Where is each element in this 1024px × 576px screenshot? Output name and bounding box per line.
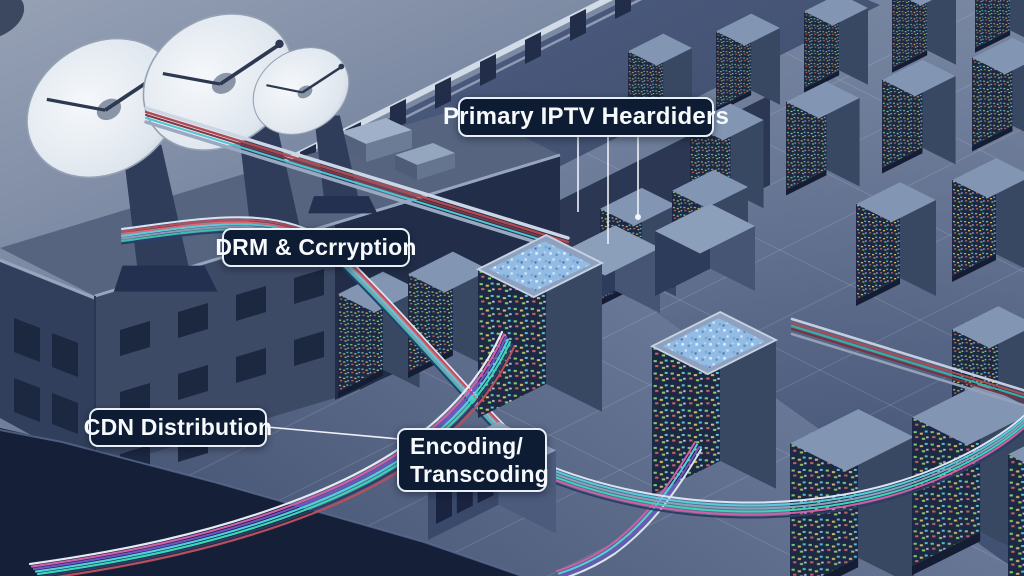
sparkle-top: [488, 241, 592, 291]
background-dish-silhouette: [0, 0, 25, 39]
foreground-platform: [0, 428, 523, 576]
leader-lines: [266, 137, 641, 440]
rooftop-equipment: [340, 118, 455, 180]
leader-line-cdn: [266, 426, 400, 440]
label-primary-iptv-headends: Primary IPTV Heardiders: [443, 97, 729, 137]
label-cdn-distribution: CDN Distribution: [84, 408, 272, 447]
label-drm-text: DRM & Ccrryption: [215, 234, 417, 260]
label-drm-encryption: DRM & Ccrryption: [215, 228, 416, 267]
label-encoding-transcoding: Encoding/ Transcoding: [397, 428, 549, 492]
label-encoding-line2: Transcoding: [410, 461, 549, 487]
label-cdn-text: CDN Distribution: [83, 414, 273, 440]
leader-dot: [635, 214, 641, 220]
satellite-dish-1: [26, 37, 218, 292]
sparkle-top: [662, 318, 766, 368]
label-primary-text: Primary IPTV Heardiders: [442, 103, 730, 130]
label-encoding-line1: Encoding/: [410, 433, 523, 459]
headend-rack-secondary: [649, 311, 779, 495]
